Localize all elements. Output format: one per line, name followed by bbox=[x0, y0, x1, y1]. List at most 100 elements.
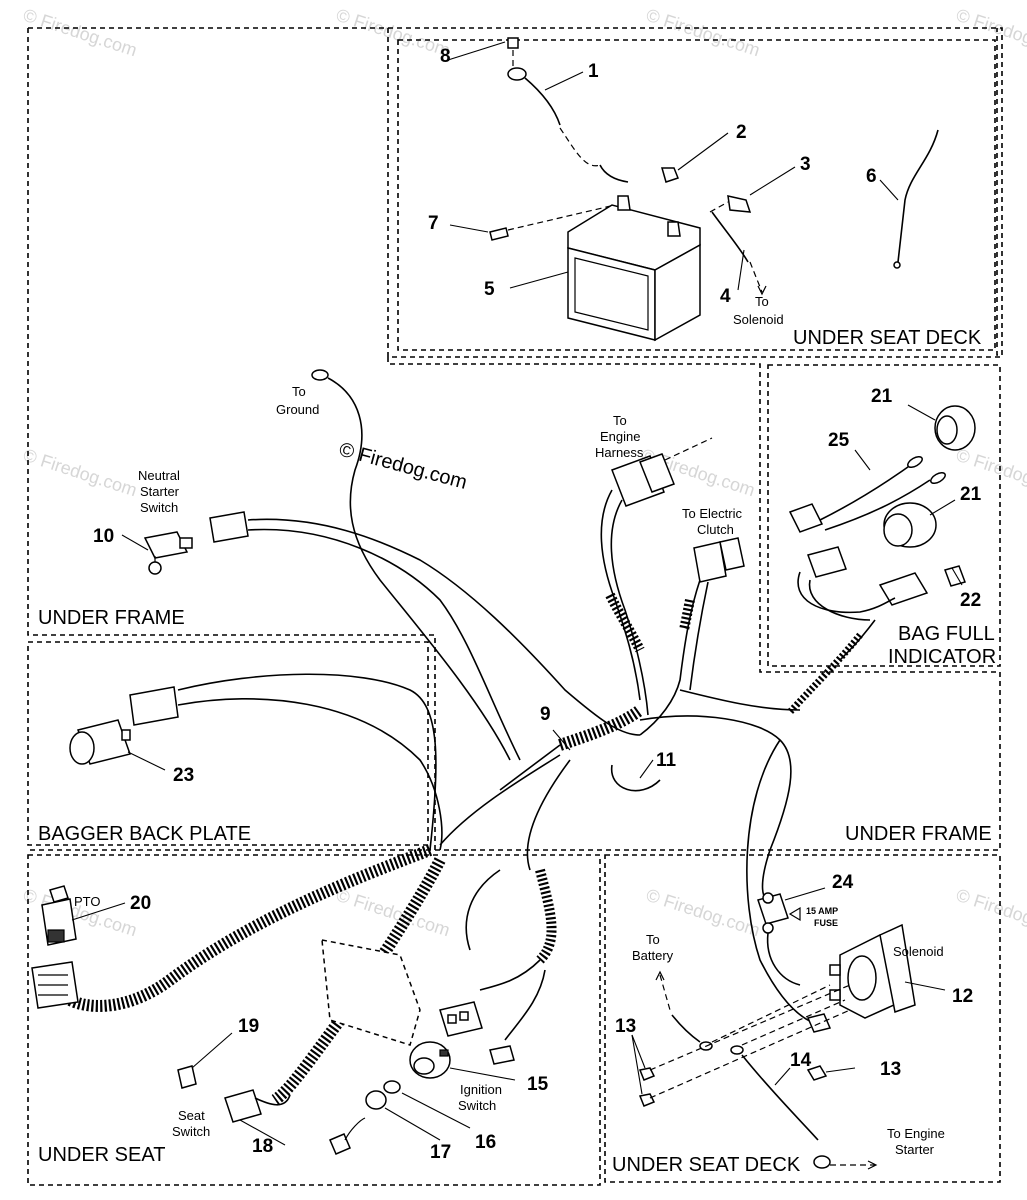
label-solenoid: Solenoid bbox=[733, 312, 784, 327]
label-harness: Harness bbox=[595, 445, 644, 460]
callout-9: 9 bbox=[540, 704, 551, 725]
label-switch: Switch bbox=[140, 500, 178, 515]
section-bag-full: BAG FULL bbox=[898, 623, 995, 645]
callout-2: 2 bbox=[736, 122, 747, 143]
section-boxes bbox=[27, 27, 1003, 1186]
bezel-17 bbox=[365, 1090, 387, 1110]
callout-13a: 13 bbox=[615, 1016, 636, 1037]
callout-5: 5 bbox=[484, 279, 495, 300]
label-to-battery: To bbox=[646, 932, 660, 947]
callout-11: 11 bbox=[656, 750, 677, 771]
bag-full-box bbox=[767, 364, 1001, 667]
connector-18 bbox=[224, 1089, 262, 1123]
bolt-8 bbox=[507, 37, 519, 49]
watermark-faint: © Firedog.com bbox=[334, 885, 453, 941]
label-fuse: FUSE bbox=[814, 918, 838, 928]
bracket-22 bbox=[944, 565, 966, 587]
connector-25 bbox=[788, 503, 824, 533]
callout-7: 7 bbox=[428, 213, 439, 234]
ground-terminal bbox=[311, 369, 329, 381]
section-under-frame-right: UNDER FRAME bbox=[845, 823, 992, 845]
callout-14: 14 bbox=[790, 1050, 812, 1071]
label-15-amp: 15 AMP bbox=[806, 906, 838, 916]
label-neutral: Neutral bbox=[138, 468, 180, 483]
watermark-faint: © Firedog.com bbox=[21, 445, 140, 501]
ignition-switch-15 bbox=[409, 1041, 451, 1079]
callout-10: 10 bbox=[93, 526, 114, 547]
label-to-electric: To Electric bbox=[682, 506, 742, 521]
solenoid-section bbox=[631, 739, 946, 1170]
section-bagger-back-plate: BAGGER BACK PLATE bbox=[38, 823, 251, 845]
callout-4: 4 bbox=[720, 286, 731, 307]
callout-17: 17 bbox=[430, 1142, 451, 1163]
label-starter-motor: Starter bbox=[895, 1142, 935, 1157]
label-battery: Battery bbox=[632, 948, 674, 963]
callout-24: 24 bbox=[832, 872, 854, 893]
label-pto: PTO bbox=[74, 894, 101, 909]
callout-22: 22 bbox=[960, 590, 981, 611]
label-seat-switch: Switch bbox=[172, 1124, 210, 1139]
label-engine: Engine bbox=[600, 429, 640, 444]
clutch-connector bbox=[693, 541, 727, 583]
outer-box-top bbox=[28, 27, 1003, 356]
callout-1: 1 bbox=[588, 61, 599, 82]
watermark-faint: © Firedog.com bbox=[21, 5, 140, 61]
seat-bracket bbox=[321, 939, 421, 1046]
label-seat: Seat bbox=[178, 1108, 205, 1123]
leaders-top bbox=[449, 71, 899, 291]
nut-16 bbox=[383, 1080, 401, 1094]
watermark-faint: © Firedog.com bbox=[644, 5, 763, 61]
label-ignition: Ignition bbox=[460, 1082, 502, 1097]
bagger-switch-23 bbox=[69, 719, 131, 765]
under-frame-right-box bbox=[387, 357, 1001, 851]
callout-12: 12 bbox=[952, 986, 973, 1007]
nut-13b bbox=[806, 1065, 828, 1081]
label-solenoid-part: Solenoid bbox=[893, 944, 944, 959]
seat-switch-19 bbox=[177, 1065, 197, 1089]
annotation-labels: To Solenoid To Ground Neutral Starter Sw… bbox=[74, 294, 945, 1157]
terminal-boot-3 bbox=[727, 195, 752, 213]
rod-6 bbox=[897, 129, 939, 263]
label-ignition-switch: Switch bbox=[458, 1098, 496, 1113]
switch-connector bbox=[209, 511, 249, 543]
label-starter: Starter bbox=[140, 484, 180, 499]
leaders-bag-full bbox=[854, 404, 963, 586]
clip-11 bbox=[611, 764, 661, 792]
callout-20: 20 bbox=[130, 893, 151, 914]
section-indicator: INDICATOR bbox=[888, 646, 996, 668]
label-clutch: Clutch bbox=[697, 522, 734, 537]
callout-13b: 13 bbox=[880, 1059, 901, 1080]
label-to-ground: To bbox=[292, 384, 306, 399]
watermark-faint: © Firedog.com bbox=[334, 5, 453, 61]
terminal-clamp-2 bbox=[661, 167, 679, 183]
bolt-7 bbox=[489, 227, 509, 241]
main-harness bbox=[31, 369, 801, 1155]
section-under-seat: UNDER SEAT bbox=[38, 1144, 165, 1166]
label-to-engine: To bbox=[613, 413, 627, 428]
label-ground: Ground bbox=[276, 402, 319, 417]
cable-14-end bbox=[730, 1045, 744, 1055]
callout-21b: 21 bbox=[960, 484, 982, 505]
battery-5 bbox=[567, 195, 701, 342]
cable-terminal bbox=[507, 67, 527, 81]
bagger-connector bbox=[129, 686, 179, 726]
under-seat-deck-box bbox=[397, 39, 996, 351]
battery-assembly bbox=[489, 37, 939, 342]
section-under-seat-deck-bottom: UNDER SEAT DECK bbox=[612, 1154, 801, 1176]
callout-6: 6 bbox=[866, 166, 877, 187]
nut-13a bbox=[638, 1067, 656, 1081]
section-under-seat-deck-top: UNDER SEAT DECK bbox=[793, 327, 982, 349]
callout-16: 16 bbox=[475, 1132, 496, 1153]
callout-25: 25 bbox=[828, 430, 850, 451]
callout-19: 19 bbox=[238, 1016, 259, 1037]
under-seat-box bbox=[27, 854, 601, 1186]
callout-8: 8 bbox=[440, 46, 451, 67]
callout-23: 23 bbox=[173, 765, 194, 786]
watermark-faint: © Firedog.com bbox=[644, 885, 763, 941]
section-titles: UNDER SEAT DECK BAG FULL INDICATOR UNDER… bbox=[38, 327, 996, 1176]
pto-switch-20 bbox=[41, 885, 77, 946]
watermark-faint: © Firedog.com bbox=[954, 885, 1027, 941]
callout-numbers: 1 2 3 4 5 6 7 8 9 10 11 12 13 13 14 15 1… bbox=[93, 46, 982, 1163]
neutral-starter-switch-10 bbox=[143, 531, 193, 575]
